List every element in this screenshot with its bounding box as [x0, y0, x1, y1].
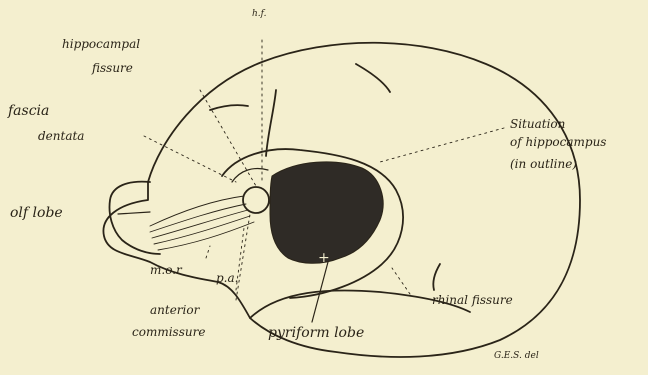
label-of-hippocampus: of hippocampus [510, 136, 606, 148]
fascia-arc [232, 169, 268, 183]
olfactory-lobe-outline [110, 182, 161, 254]
label-hf: h.f. [252, 10, 267, 19]
label-commissure: commissure [132, 326, 205, 338]
leader-mor [206, 246, 210, 258]
label-rhinal-fissure: rhinal fissure [432, 294, 513, 306]
label-anterior: anterior [150, 304, 199, 316]
artist-signature: G.E.S. del [494, 352, 539, 361]
pyriform-mark: + [318, 250, 330, 266]
leader-olf [118, 212, 150, 214]
surface-sulcus-2 [356, 64, 390, 92]
olfactory-fibre [150, 196, 244, 226]
label-fascia: fascia [8, 104, 49, 118]
leader-commissure [236, 214, 250, 300]
label-situation: Situation [510, 118, 565, 130]
leader-hippocampal [200, 90, 256, 186]
label-mor: m.o.r [150, 264, 182, 276]
label-pa: p.a. [216, 272, 238, 284]
olfactory-fibre [152, 210, 248, 238]
surface-sulcus-1 [266, 90, 276, 156]
label-fissure: fissure [92, 62, 133, 74]
label-in-outline: (in outline) [510, 158, 577, 170]
pyriform-lobe-mass [270, 162, 383, 263]
anterior-commissure-circle [243, 187, 269, 213]
label-hippocampal: hippocampal [62, 38, 140, 50]
olfactory-fibre [150, 204, 246, 232]
label-olf-lobe: olf lobe [10, 206, 63, 220]
olfactory-fibre [158, 222, 254, 250]
leader-rhinal [392, 268, 410, 294]
label-dentata: dentata [38, 130, 84, 142]
label-pyriform-lobe: pyriform lobe [268, 326, 364, 340]
small-sulcus-mark [433, 264, 440, 290]
leader-situation [380, 128, 504, 162]
surface-sulcus-3 [210, 105, 248, 110]
